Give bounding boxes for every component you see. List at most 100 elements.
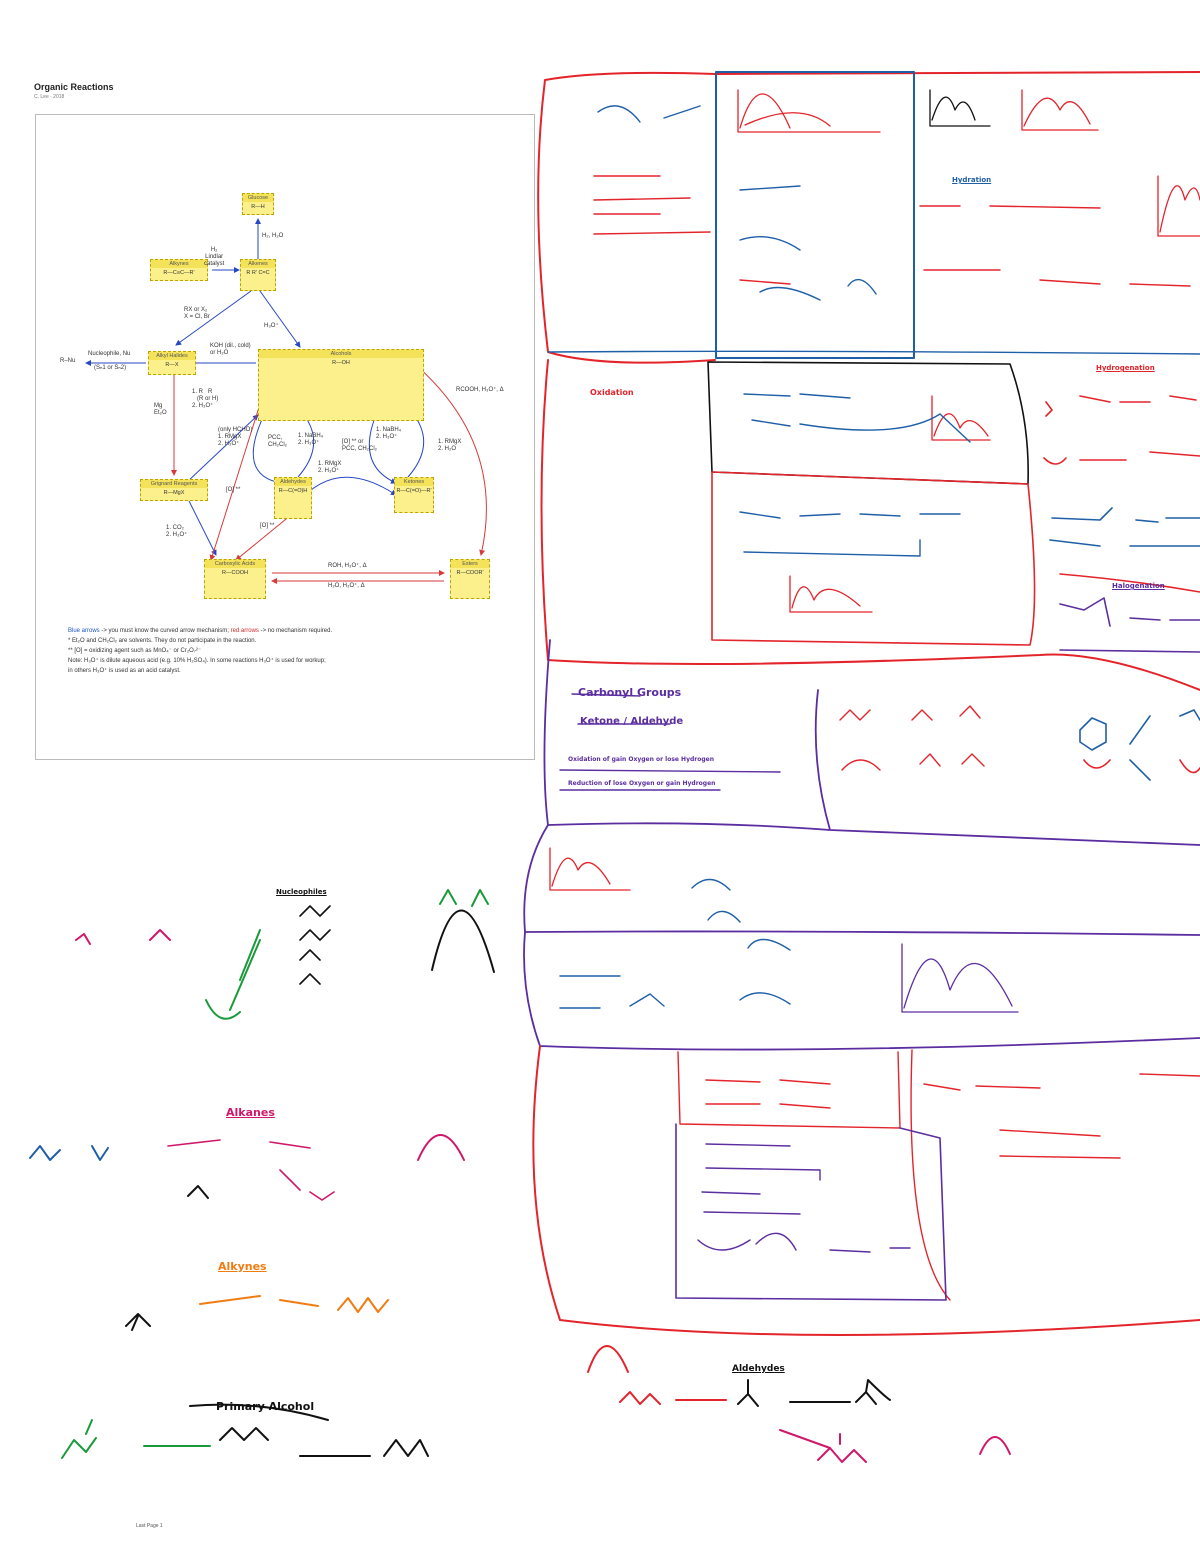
legend-line-1: Blue arrows -> you must know the curved …	[68, 628, 333, 634]
label-nabh4-1: 1. NaBH₄ 2. H₃O⁺	[298, 433, 324, 446]
carbonyl-zigzags	[839, 705, 985, 771]
heading-hydrogenation: Hydrogenation	[1096, 364, 1155, 372]
document-title: Organic Reactions	[34, 82, 114, 92]
curve-magenta-alkanes	[417, 1134, 465, 1161]
heading-carbonyl-groups: Carbonyl Groups	[578, 686, 682, 699]
label-nabh4-2: 1. NaBH₄ 2. H₃O⁺	[376, 427, 402, 440]
graph-black-box	[931, 395, 991, 441]
heading-ketone-aldehyde: Ketone / Aldehyde	[580, 716, 684, 727]
black-box-sketch	[743, 393, 971, 443]
note-reduction-line: Reduction of lose Oxygen or gain Hydroge…	[568, 780, 716, 787]
alkyne-black	[125, 1313, 151, 1331]
label-ox-left: [O] **	[226, 487, 241, 493]
label-pcc: PCC, CH₂Cl₂	[268, 435, 287, 448]
heading-alkanes: Alkanes	[226, 1106, 275, 1119]
purple-chains-right	[1059, 597, 1200, 653]
heading-aldehydes: Aldehydes	[732, 1364, 785, 1374]
label-h2-h2o: H₂, H₂O	[262, 233, 284, 239]
heading-alkynes: Alkynes	[218, 1260, 267, 1273]
heading-halogenation: Halogenation	[1112, 582, 1165, 590]
red-region-lower	[532, 1045, 1200, 1336]
primary-alcohol-black	[219, 1427, 429, 1457]
right-molecules-red	[1083, 759, 1200, 774]
red-top-left-sketches	[593, 175, 1191, 287]
nitrile-magenta	[75, 929, 171, 945]
label-rcooh: RCOOH, H₃O⁺, Δ	[456, 387, 504, 393]
label-rmgx-1: 1. RMgX 2. H₃O⁺	[318, 461, 342, 474]
label-ox-mid: [O] **	[260, 523, 275, 529]
label-ketone-add: 1. R R (R or H) 2. H₃O⁺	[192, 389, 219, 409]
primary-alcohol-line	[189, 1403, 329, 1421]
red-box-lower-2	[910, 1049, 951, 1301]
red-line-right	[1059, 573, 1200, 593]
label-only-hcho: (only HCHO) 1. RMgX 2. H₃O⁺	[218, 427, 253, 447]
graph-blue-box	[737, 89, 881, 133]
primary-alcohol-green	[61, 1419, 211, 1459]
zigzag-black-top	[299, 905, 331, 985]
red-outline-main	[537, 71, 1200, 691]
red-hydro-right	[1043, 395, 1200, 465]
heading-oxidation: Oxidation	[590, 388, 634, 397]
label-rmgx-2: 1. RMgX 2. H₂O	[438, 439, 462, 452]
note-oxidation-line: Oxidation of gain Oxygen or lose Hydroge…	[568, 756, 714, 763]
legend-line-2: * Et₂O and CH₂Cl₂ are solvents. They do …	[68, 638, 257, 644]
zigzag-blue-left	[29, 1145, 109, 1161]
red-inner-sketch	[739, 511, 961, 557]
red-inner-box	[711, 471, 1036, 646]
blue-box-top	[715, 71, 915, 359]
legend-line-4: Note: H₃O⁺ is dilute aqueous acid (e.g. …	[68, 658, 326, 664]
purple-oxidation-sketch	[559, 693, 781, 791]
red-box-lower-1	[677, 1051, 901, 1129]
right-molecules	[1079, 709, 1200, 781]
label-h3o-top: H₃O⁺	[264, 323, 279, 329]
zigzag-green	[439, 889, 489, 907]
label-lindlar: H₂ Lindlar catalyst	[204, 247, 225, 267]
purple-box-lower	[675, 1123, 947, 1301]
bell-curve-black	[431, 909, 495, 973]
lower-purple-sketch	[697, 1143, 911, 1253]
purple-region-1	[543, 639, 1200, 846]
label-h2o-h3o: H₂O, H₃O⁺, Δ	[328, 583, 365, 589]
alkane-black	[187, 1185, 209, 1199]
legend-line-3: ** [O] = oxidizing agent such as MnO₄⁻ o…	[68, 648, 202, 654]
label-mg: Mg Et₂O	[154, 403, 167, 416]
lower-red-sketch	[705, 1073, 1200, 1159]
alkene-tree-green	[205, 929, 261, 1020]
aldehyde-black	[737, 1379, 891, 1407]
label-co2: 1. CO₂ 2. H₃O⁺	[166, 525, 188, 538]
label-roh: ROH, H₃O⁺, Δ	[328, 563, 367, 569]
legend-line-5: in others H₃O⁺ is used as an acid cataly…	[68, 668, 181, 674]
aldehyde-magenta	[779, 1429, 867, 1463]
blue-line-sep	[547, 350, 1200, 355]
blue-top-left-sketches	[597, 105, 877, 301]
document-subtitle: C. Lee · 2018	[34, 94, 65, 100]
graph-purple-2	[901, 943, 1019, 1013]
purple-mid-sketch	[559, 878, 791, 1009]
purple-region-3	[523, 931, 1200, 1051]
label-koh: KOH (dil., cold) or H₂O	[210, 343, 251, 356]
label-rx-x2: RX or X₂ X = Cl, Br	[184, 307, 210, 320]
graph-top-right-2	[1021, 89, 1099, 131]
heading-nucleophiles: Nucleophiles	[276, 888, 327, 896]
purple-region-2	[523, 824, 1200, 936]
label-ox-pcc: [O] ** or PCC, CH₂Cl₂	[342, 439, 377, 452]
graph-right-edge	[1157, 175, 1200, 237]
heading-hydration: Hydration	[952, 176, 992, 184]
graph-red-inner	[789, 575, 873, 613]
alkyne-orange	[199, 1295, 389, 1313]
page-footer: Last Page 1	[136, 1523, 163, 1529]
graph-purple	[549, 847, 631, 891]
alkane-arrows-magenta	[167, 1139, 335, 1201]
blue-chains-right	[1049, 507, 1200, 547]
heading-primary-alcohol: Primary Alcohol	[216, 1400, 315, 1413]
